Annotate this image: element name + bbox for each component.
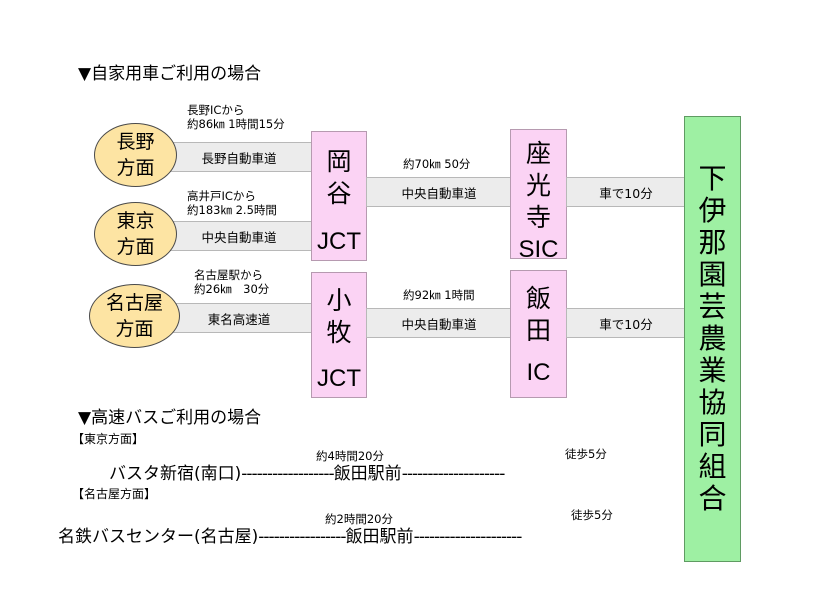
jct-okaya-kanji2: 谷 (326, 179, 352, 208)
ic-zakoji: 座 光 寺 SIC (510, 129, 567, 263)
route-nagano-info-line2: 約86㎞ 1時間15分 (187, 117, 285, 131)
jct-komaki: 小 牧 JCT (311, 272, 367, 398)
origin-tokyo-line1: 東京 (116, 210, 155, 232)
road-final-upper: 車で10分 (566, 177, 686, 207)
jct-okaya: 岡 谷 JCT (311, 131, 367, 261)
mid-lower-info: 約92㎞ 1時間 (403, 288, 475, 302)
bus-nagoya-stop: 飯田駅前 (345, 527, 414, 547)
road-mid-upper: 中央自動車道 (366, 177, 512, 207)
bus-tokyo-time: 約4時間20分 (316, 449, 384, 463)
destination-char: 農 (698, 322, 727, 355)
ic-zakoji-kanji2: 光 (525, 171, 551, 200)
bus-tokyo-from: バスタ新宿(南口) (109, 464, 242, 484)
bus-tokyo-label: 【東京方面】 (72, 432, 145, 446)
jct-komaki-kanji1: 小 (326, 286, 352, 315)
bus-nagoya-dashes-2: --------------------- (413, 527, 523, 547)
origin-nagoya-line2: 方面 (115, 318, 154, 340)
destination-char: 合 (698, 482, 727, 515)
road-nagoya: 東名高速道 (165, 303, 313, 333)
destination-char: 業 (698, 354, 727, 387)
bus-section-heading: ▼高速バスご利用の場合 (78, 408, 262, 428)
route-tokyo-info-line2: 約183㎞ 2.5時間 (187, 203, 277, 217)
car-section-heading: ▼自家用車ご利用の場合 (78, 64, 262, 84)
jct-komaki-latin: JCT (317, 365, 361, 392)
origin-nagoya-line1: 名古屋 (105, 292, 163, 314)
bus-nagoya-from: 名鉄バスセンター(名古屋) (58, 527, 259, 547)
bus-tokyo-dashes-1: ------------------ (241, 464, 334, 484)
ic-zakoji-kanji1: 座 (525, 139, 551, 168)
destination-char: 芸 (698, 290, 727, 323)
origin-nagano: 長野 方面 (94, 123, 177, 187)
destination-box: 下 伊 那 園 芸 農 業 協 同 組 合 (684, 116, 741, 562)
jct-okaya-kanji1: 岡 (326, 147, 352, 176)
origin-nagano-line2: 方面 (116, 157, 155, 179)
route-nagoya-info-line2: 約26㎞ 30分 (194, 282, 270, 296)
ic-zakoji-latin: SIC (518, 236, 559, 263)
destination-char: 組 (698, 450, 727, 483)
ic-iida: 飯 田 IC (510, 270, 567, 398)
destination-char: 下 (698, 162, 727, 195)
origin-nagoya: 名古屋 方面 (89, 284, 180, 348)
mid-upper-info: 約70㎞ 50分 (403, 157, 471, 171)
bus-nagoya-label: 【名古屋方面】 (72, 487, 157, 501)
bus-tokyo-dashes-2: -------------------- (401, 464, 506, 484)
bus-tokyo-walk: 徒歩5分 (565, 447, 607, 461)
bus-nagoya-time: 約2時間20分 (325, 512, 393, 526)
bus-tokyo-route: バスタ新宿(南口)------------------飯田駅前---------… (109, 459, 506, 484)
destination-char: 同 (698, 418, 727, 451)
jct-komaki-kanji2: 牧 (326, 318, 352, 347)
route-tokyo-info-line1: 高井戸ICから (187, 189, 256, 203)
route-nagano-info: 長野ICから 約86㎞ 1時間15分 (187, 103, 285, 131)
route-nagoya-info: 名古屋駅から 約26㎞ 30分 (194, 268, 269, 296)
route-nagoya-info-line1: 名古屋駅から (194, 268, 263, 282)
road-final-lower: 車で10分 (566, 308, 686, 338)
route-nagano-info-line1: 長野ICから (187, 103, 245, 117)
ic-iida-kanji1: 飯 (525, 284, 551, 313)
road-nagano: 長野自動車道 (165, 142, 313, 172)
destination-char: 園 (698, 258, 727, 291)
destination-char: 協 (698, 386, 727, 419)
ic-iida-latin: IC (526, 359, 551, 386)
bus-tokyo-stop: 飯田駅前 (333, 464, 402, 484)
road-mid-lower: 中央自動車道 (366, 308, 512, 338)
bus-nagoya-route: 名鉄バスセンター(名古屋)-----------------飯田駅前------… (58, 522, 523, 547)
origin-nagano-line1: 長野 (116, 131, 155, 153)
origin-tokyo: 東京 方面 (94, 202, 177, 266)
origin-tokyo-line2: 方面 (116, 236, 155, 258)
route-tokyo-info: 高井戸ICから 約183㎞ 2.5時間 (187, 189, 277, 217)
ic-zakoji-kanji3: 寺 (525, 203, 551, 232)
bus-nagoya-walk: 徒歩5分 (571, 508, 613, 522)
jct-okaya-latin: JCT (317, 228, 361, 255)
bus-nagoya-dashes-1: ----------------- (258, 527, 346, 547)
destination-char: 那 (698, 226, 727, 259)
ic-iida-kanji2: 田 (525, 316, 551, 345)
road-tokyo: 中央自動車道 (165, 221, 313, 251)
destination-char: 伊 (698, 194, 727, 227)
